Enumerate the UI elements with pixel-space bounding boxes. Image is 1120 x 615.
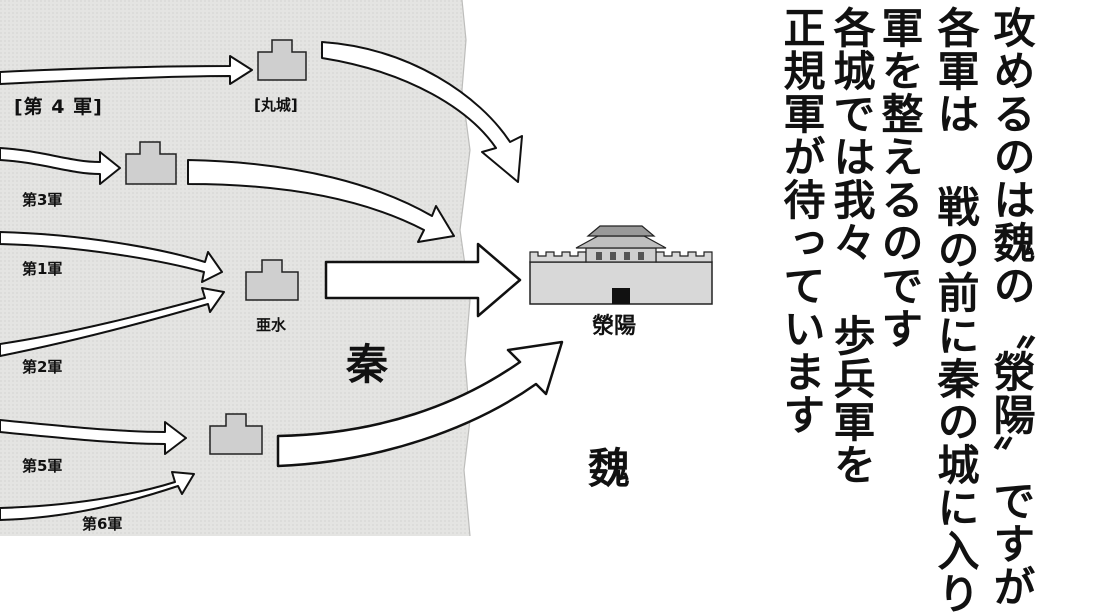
army2-label: 第2軍 [22, 358, 63, 376]
xingyang-city-icon [529, 225, 713, 305]
army3-arrow [0, 147, 121, 185]
maru-arrow [321, 41, 523, 183]
narration-column-1: 攻めるのは魏の〝滎陽〟ですが [987, 6, 1036, 608]
army2-arrow [0, 287, 225, 357]
state-label-wei: 魏 [588, 444, 631, 493]
narration-column-4: 各城では我々 歩兵軍を [827, 6, 876, 486]
qin-territory [0, 0, 470, 536]
city-label-xingyang: 滎陽 [592, 314, 637, 339]
castle-icon-maru [257, 39, 307, 81]
castle-icon-asui [245, 259, 299, 301]
army6-label: 第6軍 [82, 515, 123, 533]
castle-label-asui: 亜水 [256, 316, 287, 334]
narration-column-5: 正規軍が待っています [777, 6, 826, 436]
asui-arrow [324, 242, 522, 318]
narration-column-2: 各軍は 戦の前に秦の城に入り [931, 6, 980, 615]
army6-arrow [0, 471, 195, 521]
army4-arrow [0, 55, 253, 85]
campaign-map [0, 0, 713, 536]
state-label-qin: 秦 [346, 340, 389, 389]
castle-icon-5th [209, 413, 263, 455]
castle5-arrow [276, 340, 564, 468]
map-panel: [第 4 軍] 第3軍 第1軍 第2軍 第5軍 第6軍 [丸城] 亜水 滎陽 秦… [0, 0, 1036, 615]
army5-arrow [0, 419, 187, 455]
castle-label-maru: [丸城] [254, 96, 298, 114]
narration-column-3: 軍を整えるのです [875, 6, 924, 350]
army3-label: 第3軍 [22, 191, 63, 209]
army4-label: [第 4 軍] [14, 96, 103, 118]
army5-label: 第5軍 [22, 457, 63, 475]
castle-icon-3rd [125, 141, 177, 185]
army1-label: 第1軍 [22, 260, 63, 278]
castle3-arrow [187, 159, 455, 243]
army1-arrow [0, 231, 223, 283]
